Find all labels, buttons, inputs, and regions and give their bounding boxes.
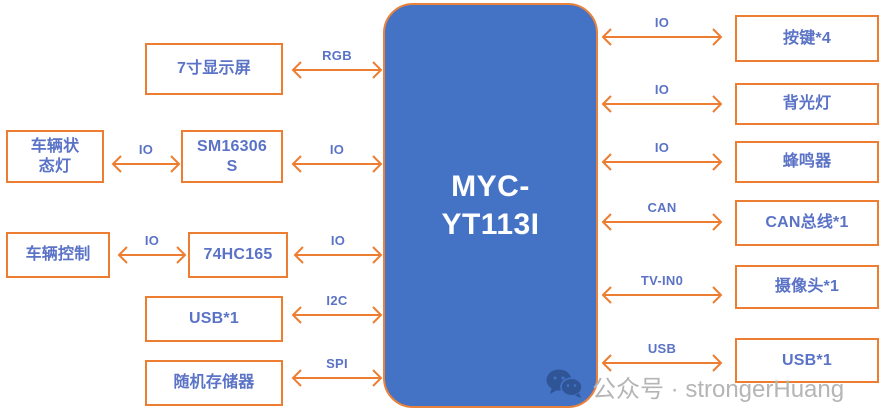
connector-io: IO bbox=[117, 233, 187, 264]
connector-label: IO bbox=[138, 142, 154, 157]
block-label-line: 随机存储器 bbox=[173, 374, 255, 391]
block-label-line: SM16306 bbox=[197, 137, 267, 155]
block-label-line: 蜂鸣器 bbox=[782, 153, 832, 170]
block-label-line: USB*1 bbox=[782, 351, 832, 369]
connector-label: IO bbox=[654, 140, 670, 155]
block-usb-1: USB*1 bbox=[735, 338, 879, 383]
connector-i2c: I2C bbox=[291, 293, 383, 324]
connector-io: IO bbox=[111, 142, 181, 173]
block-摄像头-1: 摄像头*1 bbox=[735, 265, 879, 309]
block-label-line: 背光灯 bbox=[782, 95, 832, 112]
block-label-line: CAN总线*1 bbox=[765, 214, 849, 231]
connector-label: IO bbox=[330, 233, 346, 248]
connector-io: IO bbox=[291, 142, 383, 173]
double-arrow-icon bbox=[601, 286, 723, 304]
connector-io: IO bbox=[601, 140, 723, 171]
connector-tv-in0: TV-IN0 bbox=[601, 273, 723, 304]
block-背光灯: 背光灯 bbox=[735, 83, 879, 125]
block-蜂鸣器: 蜂鸣器 bbox=[735, 141, 879, 183]
connector-spi: SPI bbox=[291, 356, 383, 387]
mcu-title-line-2: YT113I bbox=[441, 207, 540, 241]
double-arrow-icon bbox=[291, 369, 383, 387]
connector-label: SPI bbox=[326, 356, 348, 371]
connector-io: IO bbox=[293, 233, 383, 264]
double-arrow-icon bbox=[601, 153, 723, 171]
block-label-line: S bbox=[226, 157, 238, 175]
connector-io: IO bbox=[601, 15, 723, 46]
connector-label: TV-IN0 bbox=[640, 273, 684, 288]
block-label-line: USB*1 bbox=[189, 310, 239, 327]
block-label-line: 车辆状 bbox=[30, 137, 80, 155]
block-7寸显示屏: 7寸显示屏 bbox=[145, 43, 283, 95]
double-arrow-icon bbox=[293, 246, 383, 264]
double-arrow-icon bbox=[601, 213, 723, 231]
block-车辆状态灯: 车辆状态灯 bbox=[6, 130, 104, 183]
double-arrow-icon bbox=[291, 306, 383, 324]
block-label-line: 车辆控制 bbox=[25, 246, 91, 263]
double-arrow-icon bbox=[601, 354, 723, 372]
mcu-block: MYC- YT113I bbox=[383, 3, 598, 408]
connector-label: IO bbox=[329, 142, 345, 157]
block-can总线-1: CAN总线*1 bbox=[735, 200, 879, 246]
block-随机存储器: 随机存储器 bbox=[145, 360, 283, 406]
block-label-line: 摄像头*1 bbox=[774, 278, 840, 295]
double-arrow-icon bbox=[291, 61, 383, 79]
connector-label: IO bbox=[654, 82, 670, 97]
double-arrow-icon bbox=[601, 95, 723, 113]
double-arrow-icon bbox=[111, 155, 181, 173]
connector-label: IO bbox=[654, 15, 670, 30]
block-usb-1: USB*1 bbox=[145, 296, 283, 342]
connector-can: CAN bbox=[601, 200, 723, 231]
connector-io: IO bbox=[601, 82, 723, 113]
block-按键-4: 按键*4 bbox=[735, 15, 879, 62]
connector-usb: USB bbox=[601, 341, 723, 372]
connector-label: USB bbox=[647, 341, 677, 356]
double-arrow-icon bbox=[117, 246, 187, 264]
block-label-line: 按键*4 bbox=[783, 29, 831, 47]
mcu-title-line-1: MYC- bbox=[451, 170, 530, 203]
connector-label: RGB bbox=[322, 48, 352, 63]
block-车辆控制: 车辆控制 bbox=[6, 232, 110, 278]
connector-label: I2C bbox=[326, 293, 348, 308]
connector-rgb: RGB bbox=[291, 48, 383, 79]
block-label-line: 态灯 bbox=[38, 157, 72, 175]
block-74hc165: 74HC165 bbox=[188, 232, 288, 278]
double-arrow-icon bbox=[601, 28, 723, 46]
connector-label: CAN bbox=[647, 200, 677, 215]
block-label-line: 7寸显示屏 bbox=[177, 60, 251, 77]
block-label-line: 74HC165 bbox=[203, 246, 273, 263]
double-arrow-icon bbox=[291, 155, 383, 173]
connector-label: IO bbox=[144, 233, 160, 248]
